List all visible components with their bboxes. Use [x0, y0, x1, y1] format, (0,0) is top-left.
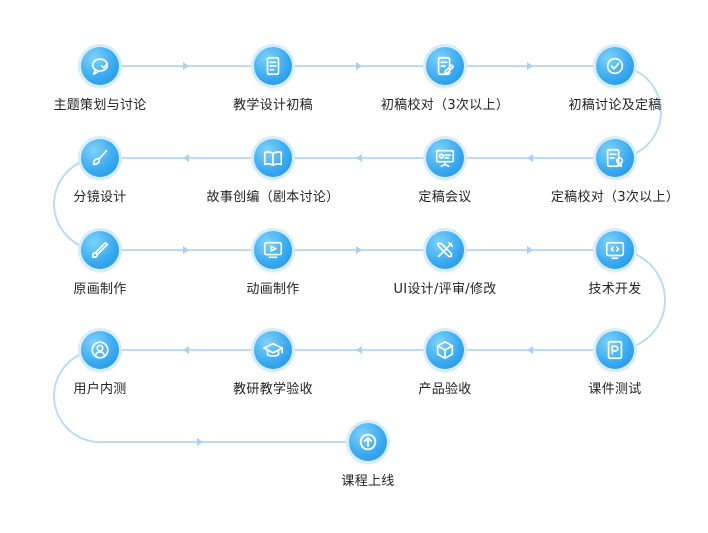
step-label: UI设计/评审/修改: [393, 282, 497, 297]
step-label: 用户内测: [73, 382, 127, 397]
flow-arrow-icon: [356, 346, 362, 354]
step-circle: [426, 47, 464, 85]
step-circle: [81, 331, 119, 369]
step-circle: [254, 231, 292, 269]
step-label: 主题策划与讨论: [53, 98, 147, 113]
step-circle: [426, 331, 464, 369]
flow-arrow-icon: [527, 62, 533, 70]
step-label: 动画制作: [246, 282, 300, 297]
flow-arrow-icon: [527, 246, 533, 254]
design-tools-icon: [436, 241, 454, 258]
flow-arrows: [183, 62, 533, 446]
step-label: 分镜设计: [73, 190, 127, 205]
step-circle: [596, 331, 634, 369]
package-box-icon: [436, 340, 454, 360]
flow-arrow-icon: [527, 346, 533, 354]
step-circle: [596, 47, 634, 85]
flow-arrow-icon: [356, 62, 362, 70]
flow-arrow-icon: [527, 154, 533, 162]
flow-arrow-icon: [183, 62, 189, 70]
step-circle: [426, 139, 464, 177]
step-circle: [254, 47, 292, 85]
upload-arrow-icon: [359, 433, 377, 451]
flow-arrow-icon: [183, 346, 189, 354]
step-label: 定稿校对（3次以上）: [550, 190, 680, 205]
step-circle: [81, 139, 119, 177]
step-label: 教学设计初稿: [233, 98, 313, 113]
step-circle: [426, 231, 464, 269]
step-circle: [349, 423, 387, 461]
speech-bubble-icon: [91, 58, 109, 76]
paint-brush-icon: [92, 149, 108, 166]
step-circle: [254, 331, 292, 369]
step-label: 初稿校对（3次以上）: [380, 98, 510, 113]
flow-arrow-icon: [183, 154, 189, 162]
step-circle: [596, 139, 634, 177]
document-icon: [266, 56, 280, 76]
flow-arrow-icon: [197, 438, 203, 446]
edit-document-icon: [437, 56, 455, 76]
step-label: 教研教学验收: [233, 382, 313, 397]
code-window-icon: [605, 241, 625, 260]
step-circle: [81, 47, 119, 85]
certificate-document-icon: [606, 148, 624, 168]
step-label: 故事创编（剧本讨论）: [206, 190, 340, 205]
presentation-board-icon: [435, 149, 455, 168]
step-circle: [81, 231, 119, 269]
step-label: 技术开发: [588, 282, 642, 297]
step-label: 初稿讨论及定稿: [568, 98, 662, 113]
step-label: 课件测试: [588, 382, 642, 397]
step-label: 定稿会议: [418, 190, 472, 205]
step-label: 课程上线: [341, 474, 395, 489]
step-circle: [596, 231, 634, 269]
play-screen-icon: [263, 241, 283, 259]
step-label: 原画制作: [73, 282, 127, 297]
check-circle-icon: [606, 57, 624, 75]
open-book-icon: [263, 151, 283, 167]
flow-arrow-icon: [356, 154, 362, 162]
test-document-icon: [607, 340, 623, 360]
step-label: 产品验收: [418, 382, 472, 397]
flow-arrow-icon: [183, 246, 189, 254]
pencil-brush-icon: [91, 241, 109, 259]
step-circle: [254, 139, 292, 177]
graduation-cap-icon: [263, 342, 283, 357]
flow-arrow-icon: [356, 246, 362, 254]
user-icon: [91, 341, 109, 359]
